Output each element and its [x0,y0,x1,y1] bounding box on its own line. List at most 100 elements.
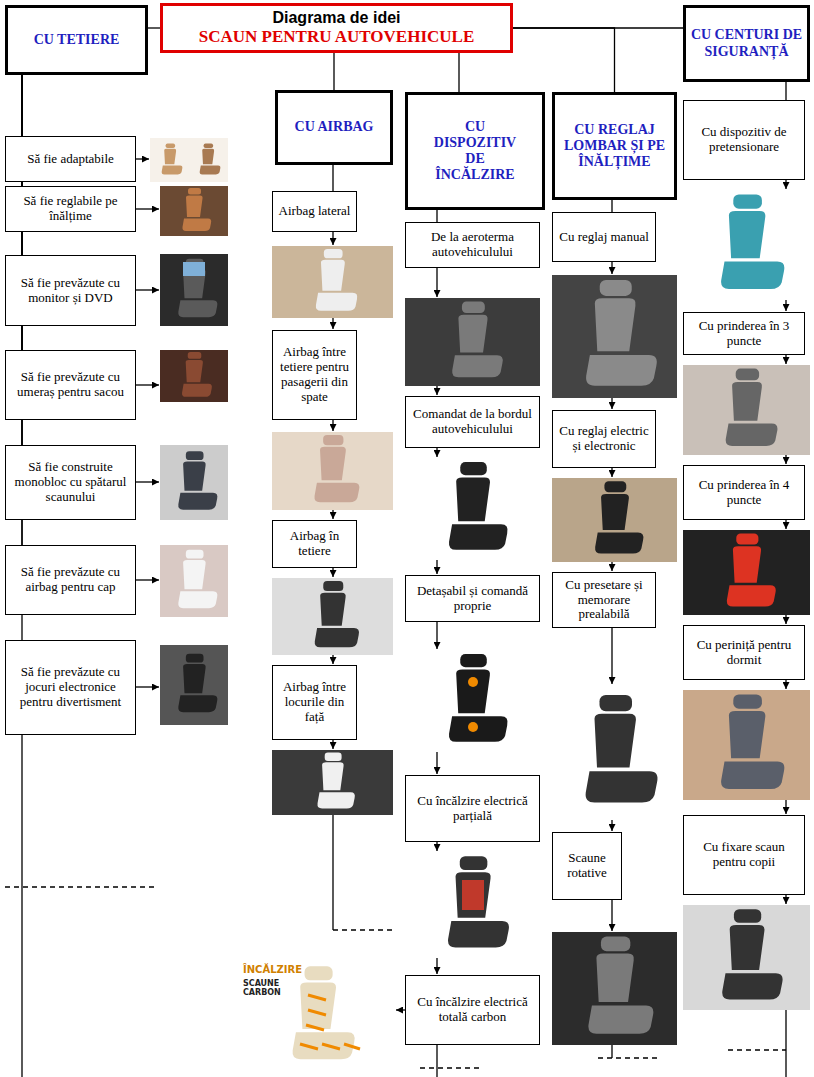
arrow-line [332,568,333,577]
arrow-line [611,468,612,477]
seat-figure [162,143,183,174]
arrow-line [396,1009,405,1010]
idea-box: Scaune rotative [552,832,622,900]
seat-figure [586,280,657,386]
idea-box: Să fie prevăzute cu monitor și DVD [5,255,136,326]
heat-line [344,1044,360,1049]
picture-label: ÎNCĂLZIRE [243,964,302,975]
arrow-line [611,900,612,931]
idea-text: Să fie prevăzute cu airbag pentru cap [10,565,131,595]
heat-line [300,1044,318,1049]
arrow-line [436,752,437,774]
title-text: SCAUN PENTRU AUTOVEHICULE [167,27,506,47]
arrow-line [785,520,786,529]
seat-figure [200,143,221,174]
photo [272,750,393,815]
idea-box: Airbag lateral [272,191,357,232]
photo [160,445,228,520]
idea-box: Cu presetare și memorare prealabilă [552,572,656,628]
photo-ground [272,750,393,815]
idea-text: Cu prinderea în 4 puncte [688,478,800,508]
seat-figure [721,694,784,789]
photo-ground [683,905,810,1010]
photo [405,852,540,958]
arrow-line [611,820,612,831]
connector-line [332,165,333,191]
idea-text: Cu periniță pentru dormit [688,638,800,668]
seat-figure [314,435,359,502]
arrow-line [332,740,333,749]
dashed-line [728,1049,786,1050]
heat-line [306,1025,324,1030]
idea-box: Cu dispozitiv de pretensionare [683,100,805,180]
idea-box: Comandat de la bordul autovehiculului [405,396,540,448]
seat-figure [178,550,217,608]
arrow-line [136,481,159,482]
idea-box: Cu reglaj electric și electronic [552,410,656,468]
spine-line [785,1010,786,1077]
arrow-line [136,686,159,687]
category-box: CU AIRBAG [275,90,393,165]
arrow-line [436,448,437,457]
seat-figure [178,451,217,509]
arrow-line [332,318,333,329]
photo [683,365,810,455]
spine-line [21,735,22,1077]
heat-line [322,1044,340,1049]
photo [150,138,228,182]
idea-text: Comandat de la bordul autovehiculului [410,407,535,437]
photo-ground [160,445,228,520]
photo [552,685,677,820]
connector-line [785,82,786,100]
category-text: CU AIRBAG [292,119,377,135]
idea-box: Să fie prevăzute cu jocuri electronice p… [5,640,136,735]
seat-figure [595,481,643,553]
photo [683,690,810,800]
photo-ground [405,458,540,560]
photo [683,530,810,615]
idea-text: Cu reglaj electric și electronic [557,424,651,454]
arrow-line [785,180,786,189]
idea-box: Să fie reglabile pe înălțime [5,186,136,232]
arrow-line [332,655,333,664]
photo [160,254,228,326]
photo-ground [552,275,677,398]
photo-ground [405,650,540,752]
idea-box: Airbag în tetiere [272,520,357,568]
connector-line [513,28,615,92]
idea-text: Cu dispozitiv de pretensionare [688,125,800,155]
photo [272,432,393,510]
arrow-line [436,622,437,649]
category-text: CU CENTURI DE SIGURANȚĂ [691,27,803,59]
dashed-line [333,929,393,930]
dashed-line [598,1057,660,1058]
photo-ground [150,138,228,182]
photo-ground [160,186,228,236]
category-box: CU TETIERE [5,5,148,75]
connector-line [333,53,334,90]
picture-label: SCAUNE CARBON [243,980,289,998]
photo-ground [272,432,393,510]
photo [160,645,228,725]
photo-ground [683,690,810,800]
idea-box: Cu fixare scaun pentru copii [683,815,805,895]
category-box: CU CENTURI DE SIGURANȚĂ [683,5,810,82]
seat-figure [726,369,778,446]
idea-box: Să fie prevăzute cu umeraș pentru sacou [5,350,136,420]
idea-text: Cu încălzire electrică parțială [410,794,535,824]
photo [405,650,540,752]
photo-ground [160,350,228,402]
arrow-line [436,842,437,851]
arrow-line [136,158,149,159]
idea-box: Să fie adaptabile [5,136,136,182]
arrow-line [332,420,333,431]
category-text: CU DISPOZITIV DE ÎNCĂLZIRE [428,119,523,183]
monitor-screen [183,262,205,276]
arrow-line [436,958,437,974]
arrow-line [136,289,159,290]
photo [272,246,393,318]
idea-box: Să fie prevăzute cu airbag pentru cap [5,545,136,615]
photo [552,478,677,562]
seat-figure [182,352,212,397]
